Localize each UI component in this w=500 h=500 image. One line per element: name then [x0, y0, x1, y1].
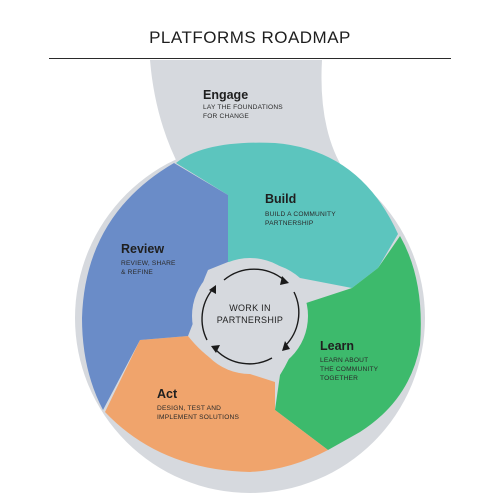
engage-subtitle-line2: FOR CHANGE	[203, 113, 249, 120]
build-title: Build	[265, 192, 296, 206]
build-subtitle-line1: BUILD A COMMUNITY	[265, 211, 336, 218]
learn-subtitle-line2: THE COMMUNITY	[320, 366, 379, 373]
learn-segment[interactable]	[275, 236, 421, 450]
act-subtitle-line2: IMPLEMENT SOLUTIONS	[157, 414, 239, 421]
build-segment[interactable]	[176, 142, 398, 288]
cycle-arrows-icon	[201, 268, 300, 365]
arrowheads	[209, 276, 290, 353]
act-subtitle-line1: DESIGN, TEST AND	[157, 405, 221, 412]
engage-title: Engage	[203, 88, 248, 102]
title-divider	[49, 58, 451, 59]
review-subtitle-line2: & REFINE	[121, 269, 153, 276]
review-title: Review	[121, 242, 164, 256]
build-subtitle-line2: PARTNERSHIP	[265, 220, 314, 227]
engage-subtitle-line1: LAY THE FOUNDATIONS	[203, 104, 283, 111]
review-segment[interactable]	[82, 163, 228, 410]
page-title: PLATFORMS ROADMAP	[149, 28, 351, 47]
learn-subtitle-line3: TOGETHER	[320, 375, 358, 382]
center-label-line2: PARTNERSHIP	[217, 315, 283, 325]
learn-subtitle-line1: LEARN ABOUT	[320, 357, 368, 364]
act-title: Act	[157, 387, 178, 401]
act-segment[interactable]	[105, 336, 328, 472]
center-circle	[192, 258, 308, 374]
review-subtitle-line1: REVIEW, SHARE	[121, 260, 176, 267]
learn-title: Learn	[320, 339, 354, 353]
center-label-line1: WORK IN	[229, 303, 271, 313]
engage-tail	[150, 60, 345, 172]
